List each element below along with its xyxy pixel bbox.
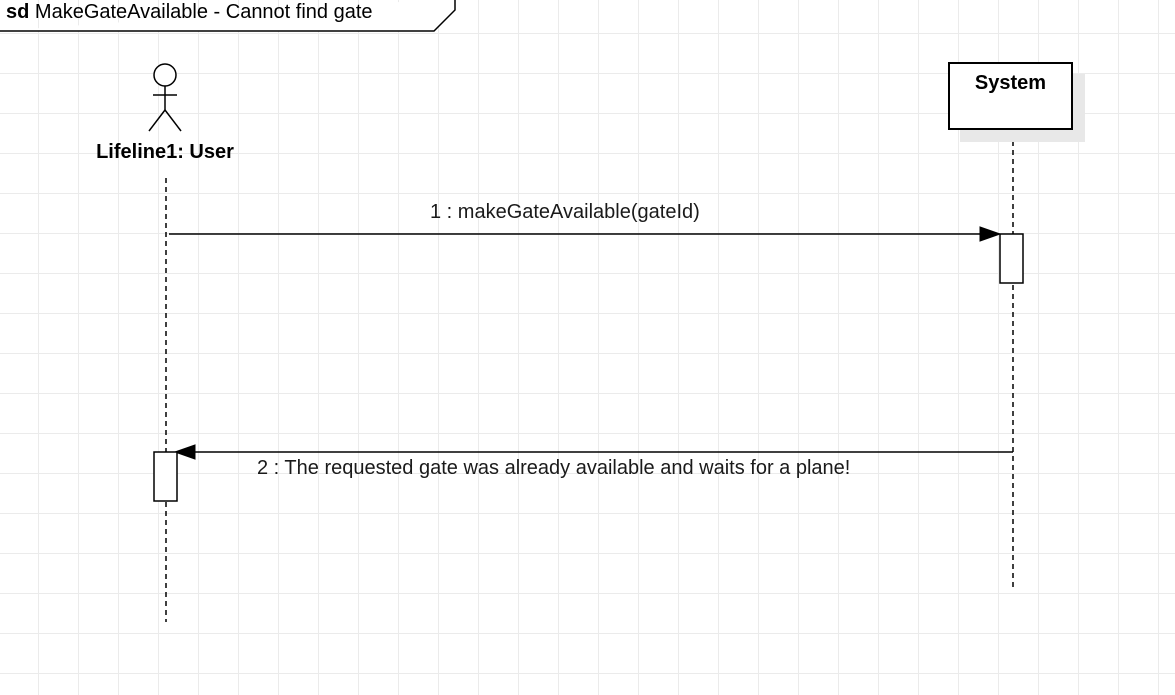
actor-icon (148, 63, 182, 132)
system-lifeline-box[interactable]: System (948, 62, 1073, 130)
message-1-arrowhead (979, 226, 1002, 242)
actor-lifeline-label[interactable]: Lifeline1: User (96, 141, 234, 163)
user-activation-bar (153, 451, 178, 502)
message-2-label[interactable]: 2 : The requested gate was already avail… (257, 457, 851, 479)
frame-title-text: MakeGateAvailable - Cannot find gate (34, 1, 373, 23)
system-lifeline-label: System (974, 72, 1047, 94)
system-activation-bar (999, 233, 1024, 284)
message-2-arrowhead (173, 444, 196, 460)
frame-title: sd MakeGateAvailable - Cannot find gate (6, 0, 373, 26)
message-1-label[interactable]: 1 : makeGateAvailable(gateId) (430, 201, 700, 223)
frame-tab (0, 0, 456, 32)
frame-keyword: sd (6, 1, 30, 23)
